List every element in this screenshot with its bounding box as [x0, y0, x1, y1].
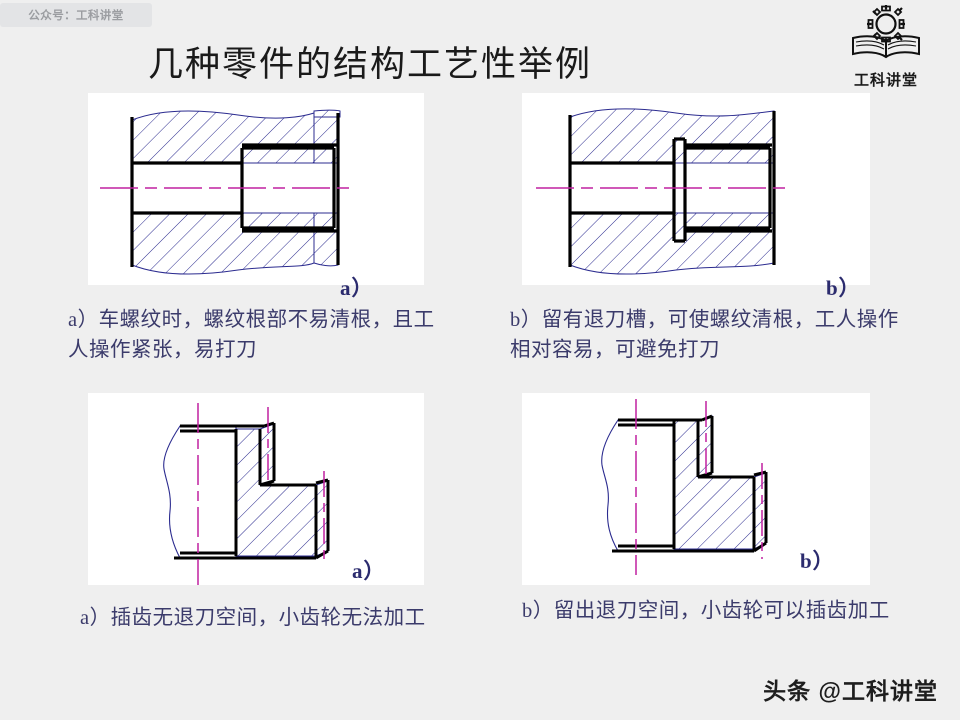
caption-top-right: b）留有退刀槽，可使螺纹清根，工人操作相对容易，可避免打刀 [510, 309, 899, 361]
stepped-shaft-no-clearance-drawing [163, 403, 330, 585]
caption-top-left: a）车螺纹时，螺纹根部不易清根，且工人操作紧张，易打刀 [68, 309, 435, 361]
threaded-hole-with-groove-drawing [536, 108, 788, 275]
brand-logo: 工科讲堂 [832, 4, 940, 100]
caption-bottom-right: b）留出退刀空间，小齿轮可以插齿加工 [522, 600, 890, 622]
page-title: 几种零件的结构工艺性举例 [148, 45, 593, 84]
figure-top-right [522, 93, 870, 285]
channel-badge: 公众号：工科讲堂 [0, 3, 152, 27]
figure-bottom-left [88, 393, 424, 585]
figure-top-left [88, 93, 424, 285]
figure-label-top-right: b） [826, 276, 861, 300]
figure-bottom-right [522, 393, 870, 585]
figure-label-bottom-right: b） [800, 549, 835, 573]
figure-label-bottom-left: a） [352, 559, 386, 583]
stepped-shaft-with-clearance-drawing [601, 399, 768, 575]
logo-text: 工科讲堂 [853, 72, 918, 89]
watermark: 头条 @工科讲堂 [763, 678, 938, 704]
gear-over-open-book-icon [852, 5, 920, 59]
threaded-hole-no-groove-drawing [100, 109, 350, 275]
channel-badge-label: 公众号：工科讲堂 [28, 10, 124, 22]
figure-label-top-left: a） [340, 276, 374, 300]
caption-bottom-left: a）插齿无退刀空间，小齿轮无法加工 [80, 607, 426, 629]
